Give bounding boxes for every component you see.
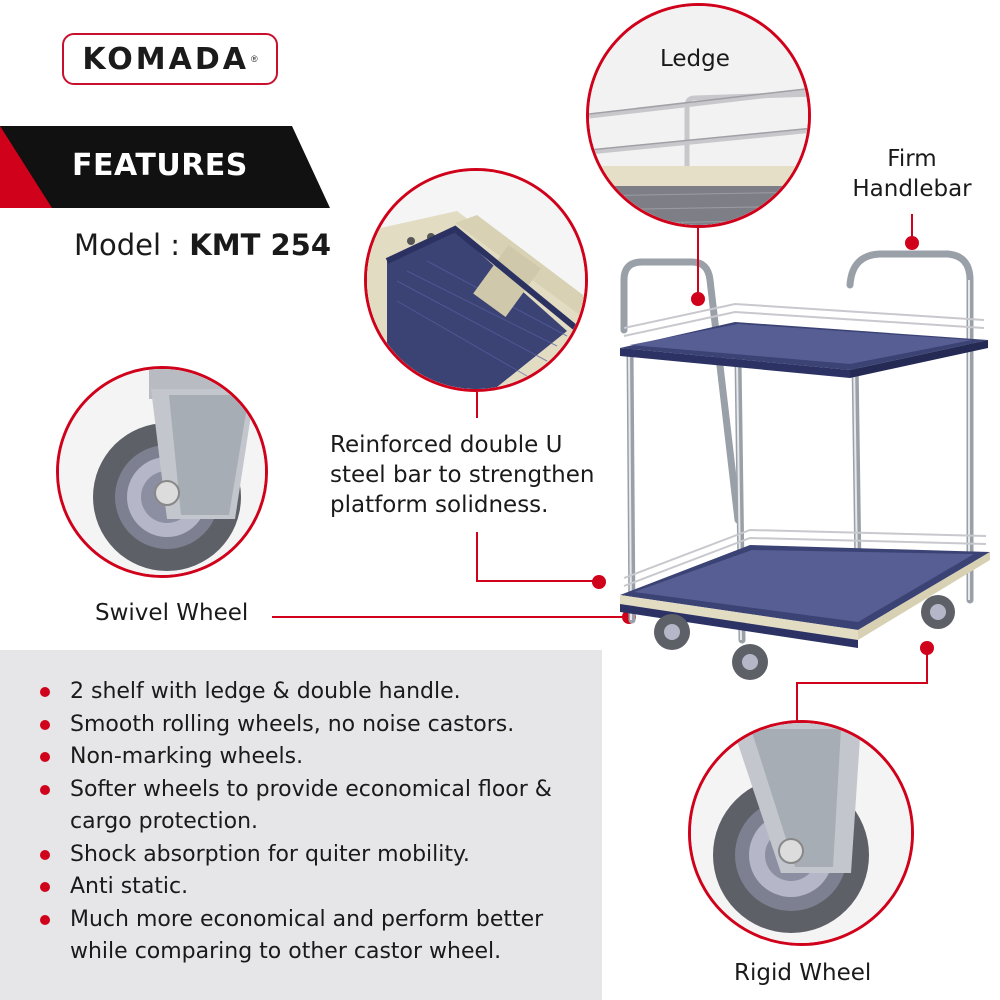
model-line: Model : KMT 254 (74, 228, 331, 262)
ledge-leader (697, 228, 699, 296)
feature-text-cont: cargo protection. (70, 809, 259, 834)
registered-mark: ® (250, 54, 258, 64)
model-number: KMT 254 (189, 228, 332, 262)
rigid-leader-drop (796, 682, 798, 722)
ledge-closeup (586, 3, 811, 228)
model-label: Model : (74, 228, 190, 262)
rigid-wheel-label: Rigid Wheel (734, 960, 872, 986)
feature-text: Non-marking wheels. (70, 744, 304, 769)
features-title: FEATURES (72, 148, 248, 183)
bullet-icon (40, 849, 50, 860)
feature-text: Softer wheels to provide economical floo… (70, 776, 552, 802)
handlebar-leader-dot (905, 236, 919, 250)
feature-list: 2 shelf with ledge & double handle. Smoo… (40, 676, 552, 969)
feature-text: 2 shelf with ledge & double handle. (70, 679, 461, 704)
feature-item: Softer wheels to provide economical floo… (40, 774, 552, 839)
bullet-icon (40, 719, 50, 730)
feature-item: Non-marking wheels. (40, 741, 552, 774)
swivel-wheel-label: Swivel Wheel (95, 600, 249, 626)
trolley-image (620, 250, 990, 680)
feature-text: Smooth rolling wheels, no noise castors. (70, 711, 515, 737)
brand-logo: KOMADA ® (62, 33, 278, 85)
bullet-icon (40, 882, 50, 892)
feature-text: Shock absorption for quiter mobility. (70, 841, 470, 867)
reinforced-leader-vertical (476, 532, 478, 582)
rigid-leader-vertical (926, 648, 928, 684)
reinforced-leader-dot (592, 575, 606, 589)
bullet-icon (40, 687, 50, 697)
reinforced-label-line3: platform solidness. (330, 492, 549, 518)
features-panel: 2 shelf with ledge & double handle. Smoo… (0, 650, 602, 1000)
reinforced-leader-horizontal (476, 580, 598, 582)
reinforced-bar-closeup (364, 168, 588, 392)
feature-item: Anti static. (40, 871, 552, 904)
ledge-label: Ledge (660, 46, 730, 72)
swivel-wheel-closeup (56, 366, 268, 578)
reinforced-label-line1: Reinforced double U (330, 432, 563, 458)
ledge-leader-dot (691, 292, 705, 306)
handlebar-label-line2: Handlebar (852, 176, 972, 202)
reinforced-label: Reinforced double U steel bar to strengt… (330, 430, 594, 520)
handlebar-label-line1: Firm (887, 146, 937, 172)
bullet-icon (40, 914, 50, 925)
feature-item: Smooth rolling wheels, no noise castors. (40, 709, 552, 742)
feature-item: Shock absorption for quiter mobility. (40, 839, 552, 872)
rigid-leader-horizontal (796, 682, 928, 684)
bullet-icon (40, 784, 50, 795)
features-banner: FEATURES (0, 126, 330, 208)
feature-item: Much more economical and perform better w… (40, 904, 552, 969)
reinforced-leader-top (476, 392, 478, 418)
brand-name: KOMADA (82, 41, 249, 77)
handlebar-leader (911, 214, 913, 242)
reinforced-label-line2: steel bar to strengthen (330, 462, 595, 488)
bullet-icon (40, 752, 50, 762)
feature-item: 2 shelf with ledge & double handle. (40, 676, 552, 709)
handlebar-label: Firm Handlebar (851, 144, 973, 204)
feature-text: Anti static. (70, 874, 189, 899)
rigid-wheel-closeup (688, 720, 914, 946)
feature-text: Much more economical and perform better (70, 906, 544, 932)
swivel-leader (272, 616, 626, 618)
feature-text-cont: while comparing to other castor wheel. (70, 939, 502, 964)
